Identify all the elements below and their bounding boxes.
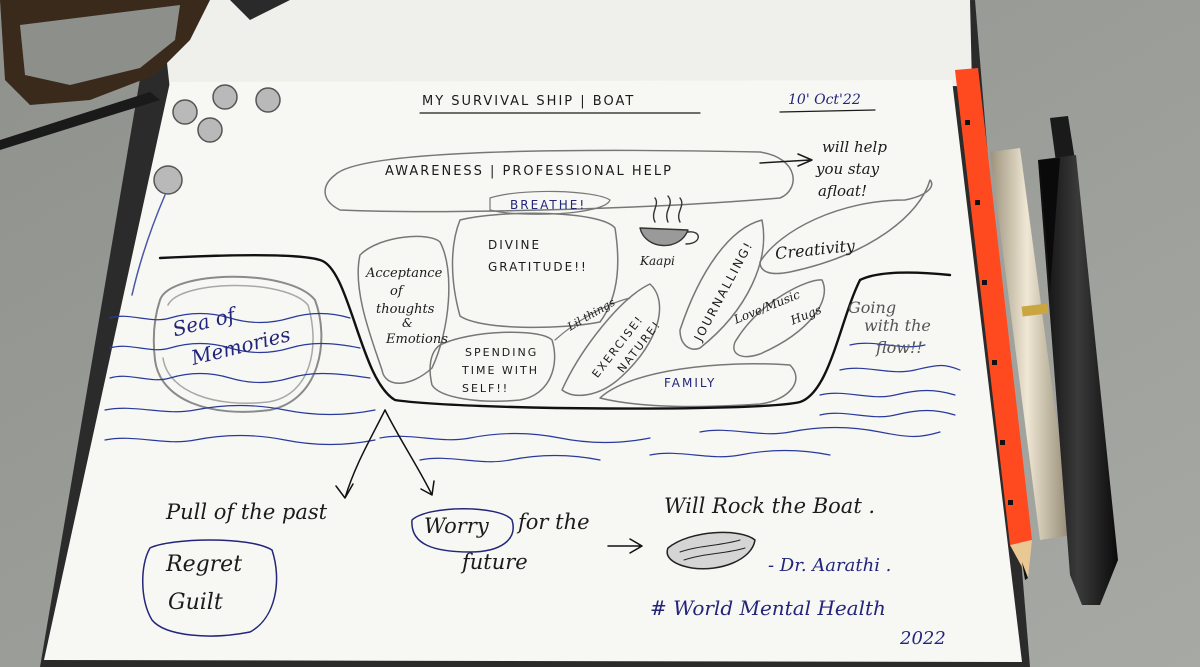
divine-line-2: GRATITUDE!! — [488, 260, 588, 274]
year-label: 2022 — [900, 628, 946, 649]
acceptance-line-3: thoughts — [376, 302, 435, 317]
stay-afloat-line-3: afloat! — [818, 182, 867, 200]
gold-pen — [990, 148, 1072, 540]
eyeglasses — [0, 0, 290, 150]
acceptance-line-2: of — [390, 284, 403, 299]
spending-time-blob — [429, 331, 556, 402]
spending-line-2: TIME WITH — [462, 364, 540, 377]
flowers-doodle — [153, 84, 281, 195]
worry-label: Worry — [424, 514, 489, 538]
sketch-date: 10' Oct'22 — [788, 92, 861, 108]
black-pen — [1038, 116, 1118, 605]
sea-of-memories-circle — [152, 275, 323, 413]
rock-boat-label: Will Rock the Boat . — [664, 494, 876, 518]
acceptance-blob — [357, 235, 450, 384]
going-flow-line-3: flow!! — [876, 338, 923, 357]
notebook-page — [44, 80, 1022, 662]
divine-line-1: DIVINE — [488, 238, 542, 252]
stay-afloat-line-1: will help — [822, 138, 887, 156]
awareness-label: AWARENESS | PROFESSIONAL HELP — [385, 164, 673, 179]
coffee-cup-doodle — [639, 195, 699, 247]
pull-past-label: Pull of the past — [166, 500, 328, 524]
family-label: FAMILY — [664, 376, 717, 390]
stay-afloat-line-2: you stay — [816, 160, 880, 178]
spending-line-3: SELF!! — [462, 382, 510, 395]
author-label: - Dr. Aarathi . — [768, 555, 892, 576]
sketch-drawing — [104, 84, 961, 637]
guilt-label: Guilt — [168, 590, 223, 615]
acceptance-line-1: Acceptance — [366, 266, 443, 281]
breathe-label: BREATHE! — [510, 198, 587, 212]
sketch-title: MY SURVIVAL SHIP | BOAT — [422, 94, 636, 109]
divine-gratitude-blob — [451, 212, 619, 329]
spending-line-1: SPENDING — [465, 346, 539, 359]
love-music-shape — [733, 279, 826, 358]
acceptance-line-5: Emotions — [386, 332, 448, 347]
breathe-bubble — [489, 190, 611, 215]
journalling-leaf — [679, 219, 765, 350]
future-label: future — [462, 550, 528, 574]
ship-hull — [158, 254, 952, 410]
acceptance-line-4: & — [402, 316, 413, 330]
family-blob — [599, 363, 797, 408]
orange-pencil — [955, 68, 1032, 580]
going-flow-line-2: with the — [864, 316, 931, 335]
regret-guilt-cloud — [142, 539, 278, 637]
hashtag-label: # World Mental Health — [650, 596, 886, 620]
kaapi-label: Kaapi — [640, 254, 675, 268]
exercise-nature-shape — [561, 283, 661, 397]
regret-label: Regret — [166, 552, 243, 577]
notebook-previous-page — [160, 0, 972, 90]
creativity-wave — [759, 179, 933, 275]
awareness-cloud — [324, 149, 794, 213]
sea-waves — [104, 312, 961, 463]
going-flow-line-1: Going — [848, 298, 897, 317]
for-the-label: for the — [518, 510, 590, 534]
worry-cloud — [411, 508, 514, 553]
